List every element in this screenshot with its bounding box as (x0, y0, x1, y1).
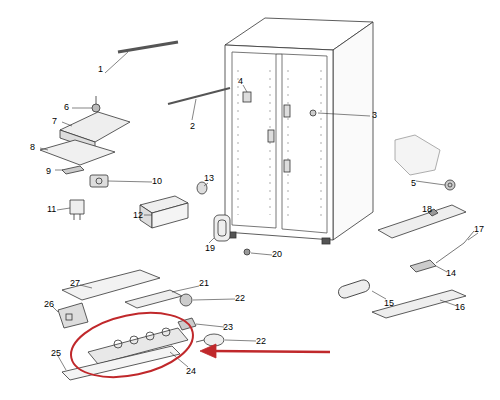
highlight-arrow (212, 351, 330, 352)
callout-number: 4 (238, 76, 243, 86)
callout-number: 20 (272, 249, 282, 259)
callout-number: 13 (204, 173, 214, 183)
callout-number: 26 (44, 299, 54, 309)
highlight-ellipse (65, 303, 199, 387)
callout-number: 16 (455, 302, 465, 312)
callout-number: 5 (411, 178, 416, 188)
callout-number: 27 (70, 278, 80, 288)
callout-number: 2 (190, 121, 195, 131)
callout-number: 6 (64, 102, 69, 112)
callout-number: 1 (98, 64, 103, 74)
callout-number: 21 (199, 278, 209, 288)
callout-number: 24 (186, 366, 196, 376)
callout-number: 22 (256, 336, 266, 346)
cabinet (225, 18, 440, 244)
callout-number: 18 (422, 204, 432, 214)
callout-number: 19 (205, 243, 215, 253)
callout-number: 17 (474, 224, 484, 234)
callout-number: 10 (152, 176, 162, 186)
callout-number: 11 (47, 204, 56, 214)
callout-number: 25 (51, 348, 61, 358)
callout-number: 12 (133, 210, 143, 220)
callout-number: 14 (446, 268, 456, 278)
callout-number: 7 (52, 116, 57, 126)
callout-number: 9 (46, 166, 51, 176)
callout-number: 22 (235, 293, 245, 303)
callout-number: 15 (384, 298, 394, 308)
callout-number: 23 (223, 322, 233, 332)
callout-number: 8 (30, 142, 35, 152)
callout-number: 3 (372, 110, 377, 120)
